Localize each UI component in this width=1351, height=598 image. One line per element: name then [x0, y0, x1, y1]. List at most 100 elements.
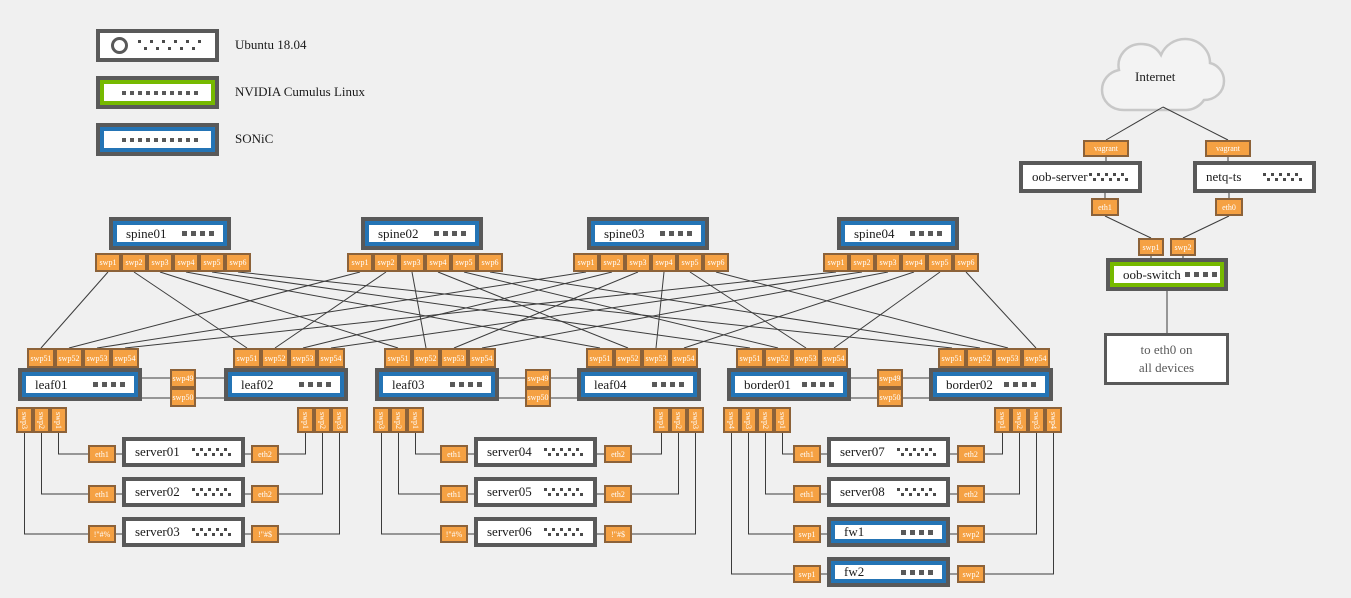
node-label-server01: server01: [135, 444, 180, 459]
port-label: swp49: [527, 374, 549, 383]
port-eth1: eth1: [88, 485, 116, 503]
port-label: swp5: [203, 258, 221, 267]
node-label-server07: server07: [840, 444, 885, 459]
switch-dots-icon: [897, 569, 933, 575]
port-swp54: swp54: [317, 348, 345, 368]
port-label: swp3: [879, 258, 897, 267]
server-dots-icon: [192, 486, 232, 498]
port-swp3: swp3: [373, 407, 390, 433]
node-label-spine01: spine01: [126, 225, 167, 241]
link-edge: [302, 271, 613, 349]
port-label: swp2: [853, 258, 871, 267]
port-label: eth1: [95, 449, 109, 459]
legend-swatch-cumulus: [96, 76, 219, 109]
port-label: swp3: [1032, 411, 1042, 429]
port-vagrant: vagrant: [1083, 140, 1129, 157]
port-label: vagrant: [1094, 144, 1118, 153]
node-server02: server02: [122, 477, 245, 507]
port-label: swp2: [674, 411, 684, 429]
node-oob-switch: oob-switch: [1106, 258, 1228, 291]
port-label: swp2: [318, 411, 328, 429]
link-edge: [1105, 106, 1164, 141]
port-swp54: swp54: [1022, 348, 1050, 368]
port-label: eth2: [611, 449, 625, 459]
port-swp5: swp5: [677, 253, 703, 272]
port-swp52: swp52: [764, 348, 792, 368]
legend-swatch-ubuntu: [96, 29, 219, 62]
port-swp1: swp1: [297, 407, 314, 433]
port-swp4: swp4: [651, 253, 677, 272]
port-eth1: eth1: [88, 445, 116, 463]
ubuntu-logo-icon: [111, 37, 128, 54]
port-label: swp6: [707, 258, 725, 267]
port-label: swp2: [962, 529, 980, 539]
port-label: swp4: [177, 258, 195, 267]
link-edge: [159, 271, 399, 349]
node-fw2: fw2: [827, 557, 950, 587]
node-server03: server03: [122, 517, 245, 547]
switch-dots-icon: [1000, 382, 1036, 387]
node-label-border02: border02: [946, 376, 993, 392]
node-leaf03: leaf03: [375, 368, 499, 401]
port-label: swp3: [403, 258, 421, 267]
port-label: swp50: [879, 393, 901, 402]
server-dots-icon: [1089, 171, 1129, 183]
port-swp6: swp6: [477, 253, 503, 272]
port-label: swp54: [320, 353, 342, 363]
link-edge: [655, 271, 665, 349]
server-dots-icon: [544, 486, 584, 498]
port-swp1: swp1: [774, 407, 791, 433]
switch-dots-icon: [906, 231, 942, 236]
port-label: swp6: [229, 258, 247, 267]
port-label: eth1: [95, 489, 109, 499]
port-swp50: swp50: [170, 388, 196, 407]
link-edge: [683, 271, 915, 349]
port-label: swp6: [957, 258, 975, 267]
node-label-server02: server02: [135, 484, 180, 499]
port-swp2: swp2: [599, 253, 625, 272]
port-label: swp51: [739, 353, 761, 363]
node-label-netq-ts: netq-ts: [1206, 169, 1242, 184]
port-eth1: eth1: [1091, 198, 1119, 216]
port-swp54: swp54: [670, 348, 698, 368]
port-label: swp1: [798, 529, 816, 539]
server-dots-icon: [192, 446, 232, 458]
port-label: swp53: [86, 353, 108, 363]
port-swp1: swp1: [994, 407, 1011, 433]
port-label: swp52: [264, 353, 286, 363]
node-label-oob-switch: oob-switch: [1123, 266, 1181, 282]
node-label-fw1: fw1: [844, 524, 865, 539]
legend-swatch-sonic: [96, 123, 219, 156]
port-swp3: swp3: [331, 407, 348, 433]
node-netq-ts: netq-ts: [1193, 161, 1316, 193]
port-swp3: swp3: [1028, 407, 1045, 433]
port-label: swp54: [471, 353, 493, 363]
port-label: swp2: [603, 258, 621, 267]
link-edge: [40, 271, 109, 349]
port-label: swp1: [411, 411, 421, 429]
port-swp1: swp1: [793, 525, 821, 543]
switch-dots-icon: [446, 382, 482, 387]
switch-dots-icon: [648, 382, 684, 387]
port-label: eth1: [800, 489, 814, 499]
node-label-leaf01: leaf01: [35, 376, 68, 392]
link-edge: [96, 271, 587, 349]
link-edge: [833, 271, 941, 349]
port-swp4: swp4: [425, 253, 451, 272]
switch-dots-icon: [656, 231, 692, 236]
port-eth1: eth1: [793, 485, 821, 503]
legend-label-cumulus: NVIDIA Cumulus Linux: [235, 84, 365, 99]
port-swp4: swp4: [723, 407, 740, 433]
port-label: swp52: [415, 353, 437, 363]
port-label: swp1: [657, 411, 667, 429]
port-label: swp51: [387, 353, 409, 363]
port-swp2: swp2: [1170, 238, 1196, 256]
port-label: swp2: [125, 258, 143, 267]
port-label: swp1: [351, 258, 369, 267]
port-swp52: swp52: [412, 348, 440, 368]
port-label: eth2: [258, 489, 272, 499]
port-swp4: swp4: [173, 253, 199, 272]
port-label: swp2: [761, 411, 771, 429]
switch-dots-icon: [430, 231, 466, 236]
link-edge: [1182, 215, 1230, 239]
